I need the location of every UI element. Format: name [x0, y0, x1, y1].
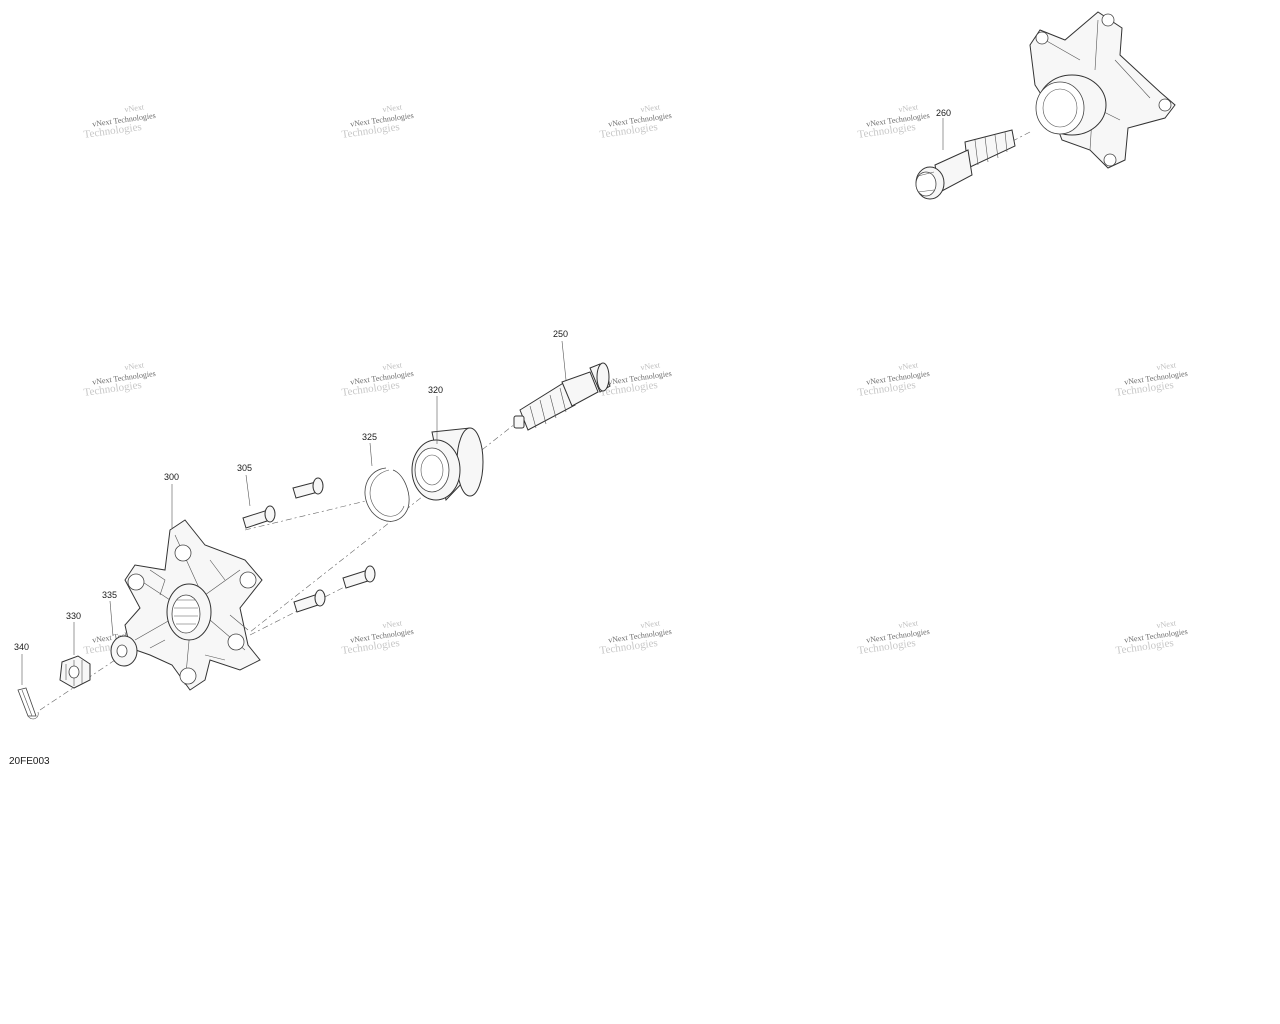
- watermark-text: vNext: [640, 102, 661, 114]
- callout-305: 305: [237, 463, 252, 473]
- watermark-text: vNext: [382, 102, 403, 114]
- stud-axis-upper: [244, 499, 371, 531]
- callout-335: 335: [102, 590, 117, 600]
- cotter-pin-drawing-340: [17, 687, 39, 720]
- snap-ring-drawing-325: [364, 467, 410, 522]
- axle-drawing-250: [513, 362, 611, 431]
- bearing-drawing-320: [411, 427, 484, 502]
- watermark-text: vNext: [898, 102, 919, 114]
- watermark-text: vNext: [640, 618, 661, 630]
- callout-300: 300: [164, 472, 179, 482]
- callout-260: 260: [936, 108, 951, 118]
- nut-axis-line: [39, 649, 131, 711]
- watermark-text: vNext: [898, 618, 919, 630]
- hub-drawing-300: [124, 519, 263, 691]
- watermark-text: vNext: [124, 360, 145, 372]
- watermark-text: vNext: [1156, 360, 1177, 372]
- watermark-text: vNext: [382, 360, 403, 372]
- figure-id-label: 20FE003: [9, 756, 50, 767]
- washer-drawing-335: [110, 635, 138, 667]
- callout-325: 325: [362, 432, 377, 442]
- wheel-stud-drawings-305: [242, 477, 376, 613]
- callout-320: 320: [428, 385, 443, 395]
- hub-assembly-drawing: [1029, 11, 1176, 169]
- watermark-text: vNext: [640, 360, 661, 372]
- callout-330: 330: [66, 611, 81, 621]
- axle-drawing-260: [915, 129, 1031, 200]
- callout-340: 340: [14, 642, 29, 652]
- watermark-text: vNext: [1156, 618, 1177, 630]
- watermark-text: vNext: [124, 102, 145, 114]
- watermark-text: vNext: [382, 618, 403, 630]
- callout-250: 250: [553, 329, 568, 339]
- castle-nut-drawing-330: [59, 655, 91, 689]
- watermark-text: vNext: [898, 360, 919, 372]
- assembly-inset-top-right: 260: [915, 11, 1176, 200]
